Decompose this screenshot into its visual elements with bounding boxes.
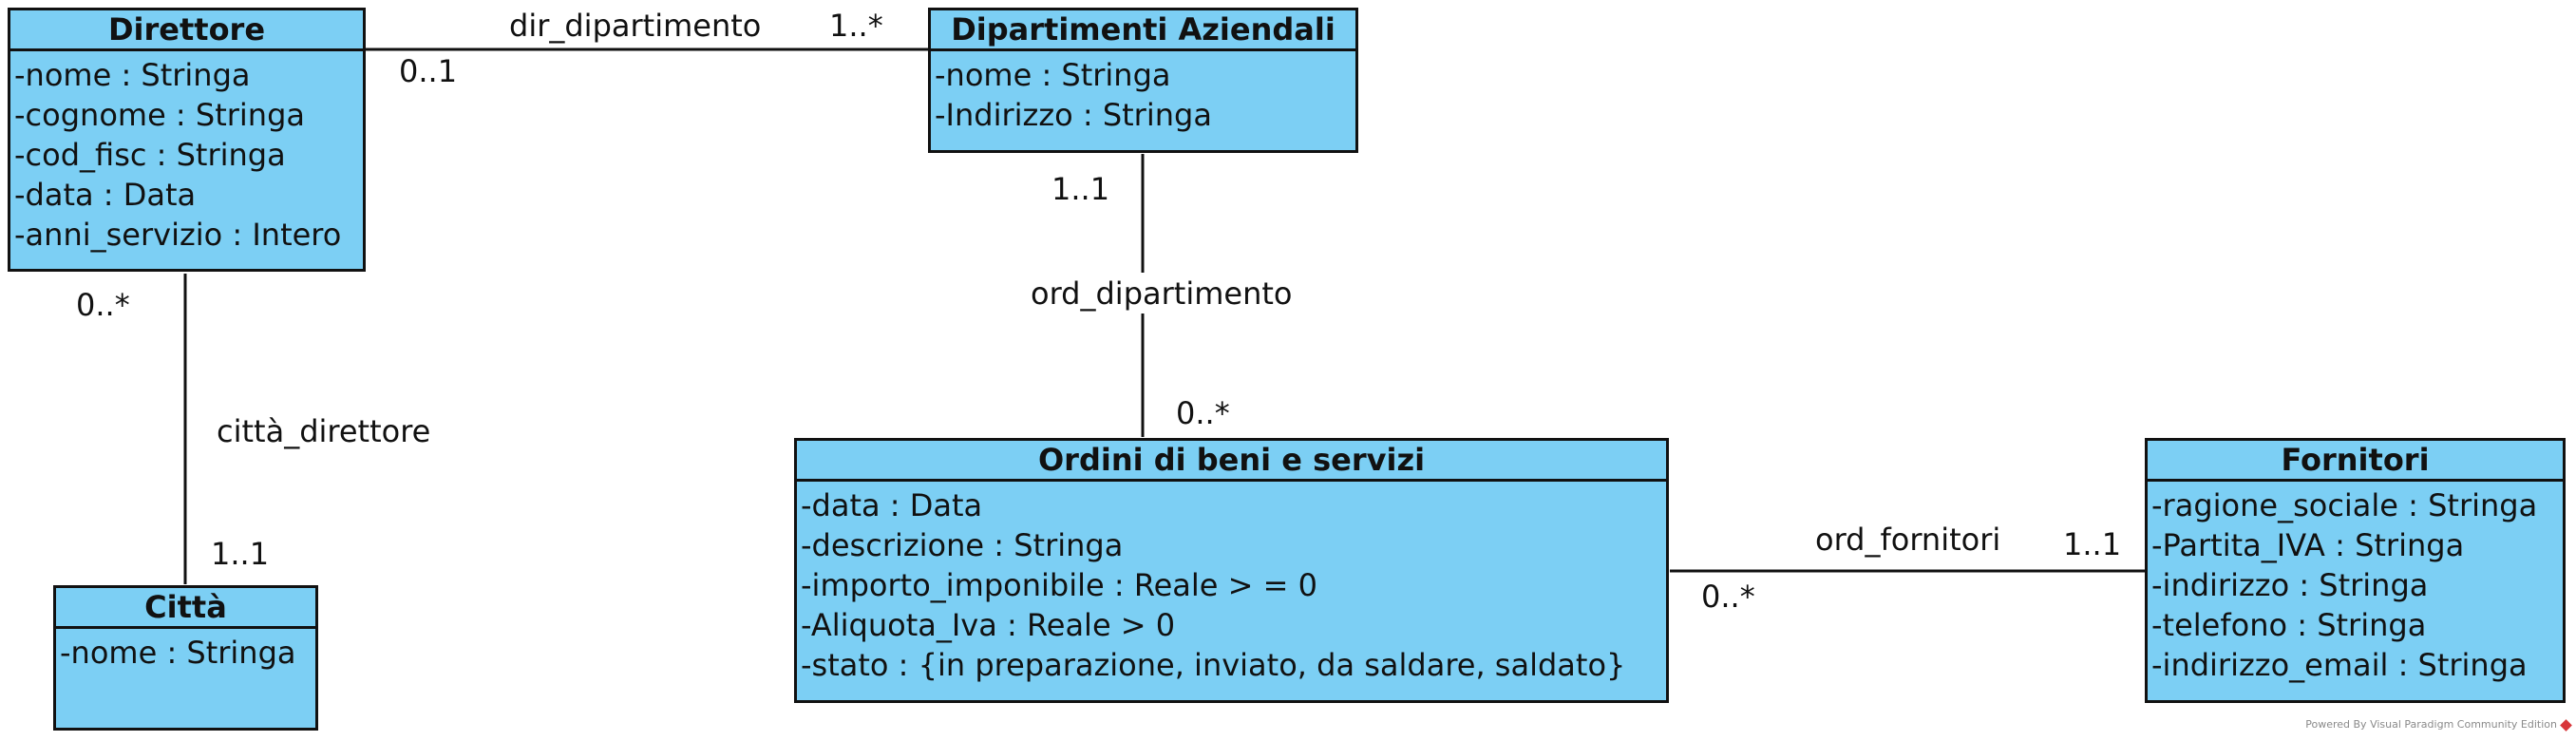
class-ordini[interactable]: Ordini di beni e servizi -data : Data -d… [794, 438, 1669, 703]
ord-dipartimento-source-multiplicity: 1..1 [1051, 171, 1110, 207]
class-dipartimenti-attributes: -nome : Stringa -Indirizzo : Stringa [931, 51, 1355, 135]
attribute: -telefono : Stringa [2151, 607, 2427, 643]
attribute: -nome : Stringa [14, 57, 251, 93]
attribute: -data : Data [801, 487, 983, 523]
ord-dipartimento-target-multiplicity: 0..* [1176, 395, 1230, 431]
attribute: -nome : Stringa [935, 57, 1171, 93]
ord-dipartimento-label: ord_dipartimento [1031, 276, 1293, 312]
attribute: -cognome : Stringa [14, 97, 305, 133]
dir-dipartimento-target-multiplicity: 1..* [829, 8, 883, 44]
attribute: -Indirizzo : Stringa [935, 97, 1212, 133]
ord-fornitori-label: ord_fornitori [1815, 522, 2001, 558]
class-citta[interactable]: Città -nome : Stringa [53, 585, 318, 731]
class-ordini-name: Ordini di beni e servizi [797, 441, 1666, 482]
attribute: -descrizione : Stringa [801, 527, 1124, 563]
class-direttore[interactable]: Direttore -nome : Stringa -cognome : Str… [8, 8, 366, 272]
attribute: -cod_fisc : Stringa [14, 137, 286, 173]
watermark-text: Powered By Visual Paradigm Community Edi… [2305, 718, 2557, 731]
ord-fornitori-source-multiplicity: 0..* [1701, 579, 1755, 615]
class-citta-attributes: -nome : Stringa [56, 629, 315, 673]
watermark: Powered By Visual Paradigm Community Edi… [2305, 718, 2572, 732]
attribute: -stato : {in preparazione, inviato, da s… [801, 647, 1626, 683]
class-citta-name: Città [56, 588, 315, 629]
ord-fornitori-target-multiplicity: 1..1 [2063, 526, 2122, 562]
attribute: -Partita_IVA : Stringa [2151, 527, 2465, 563]
class-ordini-attributes: -data : Data -descrizione : Stringa -imp… [797, 482, 1666, 685]
citta-direttore-source-multiplicity: 0..* [76, 287, 130, 323]
attribute: -importo_imponibile : Reale > = 0 [801, 567, 1317, 603]
class-fornitori-attributes: -ragione_sociale : Stringa -Partita_IVA … [2148, 482, 2563, 685]
class-dipartimenti-name: Dipartimenti Aziendali [931, 10, 1355, 51]
attribute: -nome : Stringa [60, 635, 296, 671]
attribute: -indirizzo : Stringa [2151, 567, 2429, 603]
citta-direttore-target-multiplicity: 1..1 [211, 536, 270, 572]
class-dipartimenti-aziendali[interactable]: Dipartimenti Aziendali -nome : Stringa -… [928, 8, 1358, 153]
class-direttore-name: Direttore [10, 10, 363, 51]
attribute: -indirizzo_email : Stringa [2151, 647, 2528, 683]
attribute: -anni_servizio : Intero [14, 217, 342, 253]
attribute: -ragione_sociale : Stringa [2151, 487, 2538, 523]
class-direttore-attributes: -nome : Stringa -cognome : Stringa -cod_… [10, 51, 363, 255]
citta-direttore-label: città_direttore [217, 413, 431, 449]
attribute: -Aliquota_Iva : Reale > 0 [801, 607, 1176, 643]
class-fornitori-name: Fornitori [2148, 441, 2563, 482]
class-fornitori[interactable]: Fornitori -ragione_sociale : Stringa -Pa… [2145, 438, 2566, 703]
attribute: -data : Data [14, 177, 197, 213]
visual-paradigm-logo-icon [2560, 718, 2572, 732]
dir-dipartimento-label: dir_dipartimento [509, 8, 762, 44]
dir-dipartimento-source-multiplicity: 0..1 [399, 53, 458, 89]
